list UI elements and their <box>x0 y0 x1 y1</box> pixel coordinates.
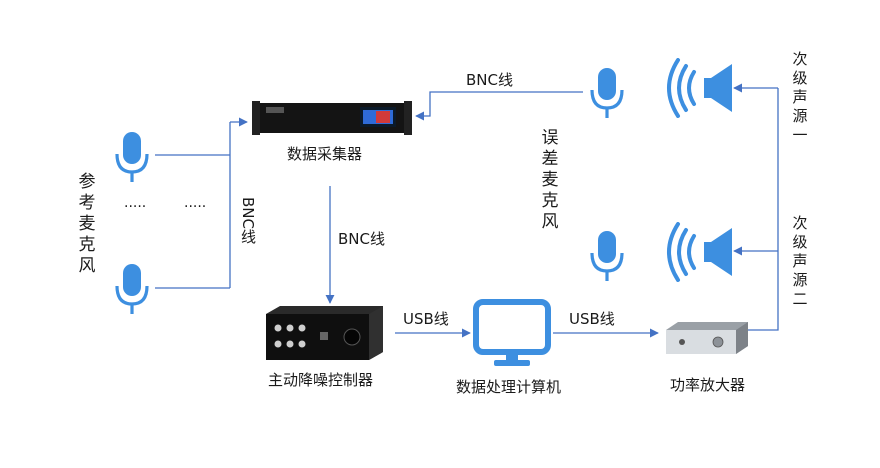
amp-to-spk-bus <box>748 88 779 331</box>
ref-to-daq-bnc-label: BNC线 <box>239 197 257 244</box>
speaker-icon[interactable] <box>664 222 736 282</box>
err-mic-label: 误差麦克风 <box>541 128 559 232</box>
anc-controller-device[interactable] <box>262 306 387 364</box>
pc-label: 数据处理计算机 <box>456 378 562 396</box>
speaker-icon[interactable] <box>664 58 736 118</box>
daq-device[interactable] <box>252 97 412 139</box>
ellipsis-dots: ····· <box>124 199 147 215</box>
ellipsis-dots: ····· <box>184 199 207 215</box>
daq-to-anc-bnc-label: BNC线 <box>338 230 385 248</box>
microphone-icon[interactable] <box>587 66 627 122</box>
spk1-label: 次级声源一 <box>792 50 808 144</box>
anc-to-pc-usb-label: USB线 <box>403 310 449 328</box>
daq-label: 数据采集器 <box>287 145 363 163</box>
amplifier-device[interactable] <box>664 318 750 358</box>
microphone-icon[interactable] <box>112 130 152 186</box>
err-to-daq-wire <box>415 91 583 121</box>
microphone-icon[interactable] <box>112 262 152 318</box>
amp-label: 功率放大器 <box>670 376 746 394</box>
err-to-daq-bnc-label: BNC线 <box>466 71 513 89</box>
ref-mic-label: 参考麦克风 <box>78 172 96 276</box>
anc-label: 主动降噪控制器 <box>268 371 374 389</box>
monitor-icon[interactable] <box>472 298 552 370</box>
microphone-icon[interactable] <box>587 229 627 285</box>
pc-to-amp-usb-label: USB线 <box>569 310 615 328</box>
spk2-label: 次级声源二 <box>792 214 808 308</box>
